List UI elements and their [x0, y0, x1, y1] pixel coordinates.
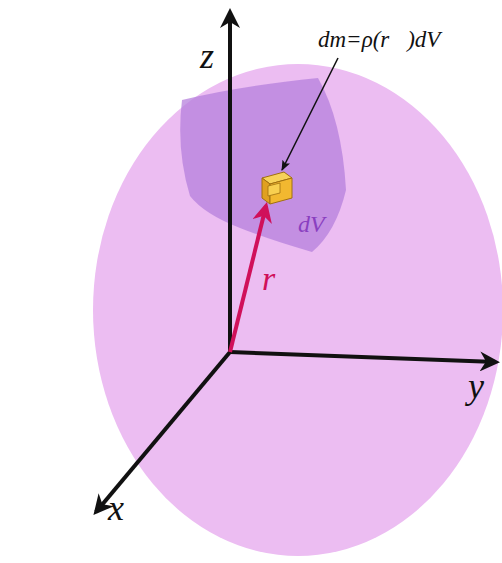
axis-label: z — [200, 38, 214, 74]
volume-element — [262, 172, 292, 204]
y-axis — [230, 352, 496, 362]
position-vector — [230, 206, 266, 352]
z-axis — [228, 12, 232, 352]
axis-label: y — [468, 368, 484, 404]
axis-label: x — [108, 490, 124, 526]
mass-element-label: dm=ρ(r⃗)dV — [318, 28, 440, 51]
leader-line — [282, 58, 338, 170]
x-axis — [96, 352, 230, 512]
volume-label: dV — [298, 212, 325, 236]
vector-label: r⃗ — [262, 262, 302, 296]
